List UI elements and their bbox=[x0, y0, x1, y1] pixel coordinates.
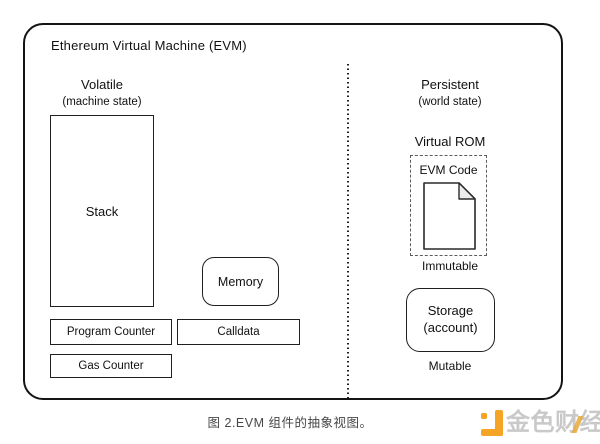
program-counter-box: Program Counter bbox=[50, 319, 172, 345]
program-counter-label: Program Counter bbox=[66, 326, 156, 338]
jinse-logo-text: 金色财经 bbox=[506, 409, 600, 436]
machine-state-label: (machine state) bbox=[62, 96, 142, 108]
mutable-label: Mutable bbox=[428, 359, 472, 373]
section-divider bbox=[347, 64, 349, 399]
calldata-box: Calldata bbox=[177, 319, 300, 345]
jinse-logo-icon bbox=[479, 407, 505, 439]
stack-label: Stack bbox=[85, 203, 119, 219]
jinse-logo: 金色财经 bbox=[479, 407, 600, 441]
volatile-heading: Volatile bbox=[81, 77, 123, 92]
storage-account-label: (account) bbox=[423, 320, 478, 335]
virtual-rom-label: Virtual ROM bbox=[414, 134, 486, 149]
storage-label: Storage bbox=[427, 303, 474, 319]
memory-label: Memory bbox=[217, 274, 264, 289]
diagram-title: Ethereum Virtual Machine (EVM) bbox=[51, 38, 247, 53]
storage-box: Storage (account) bbox=[406, 288, 495, 352]
evm-code-label: EVM Code bbox=[419, 163, 478, 177]
evm-diagram-frame: Ethereum Virtual Machine (EVM) Volatile … bbox=[23, 23, 563, 400]
figure-caption: 图 2.EVM 组件的抽象视图。 bbox=[207, 416, 373, 430]
immutable-label: Immutable bbox=[421, 259, 479, 273]
document-icon bbox=[423, 182, 476, 250]
memory-box: Memory bbox=[202, 257, 279, 306]
gas-counter-label: Gas Counter bbox=[78, 360, 144, 372]
stack-box: Stack bbox=[50, 115, 154, 307]
evm-code-dashed-box: EVM Code bbox=[410, 155, 487, 256]
world-state-label: (world state) bbox=[418, 96, 482, 108]
gas-counter-box: Gas Counter bbox=[50, 354, 172, 378]
calldata-label: Calldata bbox=[217, 326, 260, 338]
persistent-heading: Persistent bbox=[421, 77, 479, 92]
